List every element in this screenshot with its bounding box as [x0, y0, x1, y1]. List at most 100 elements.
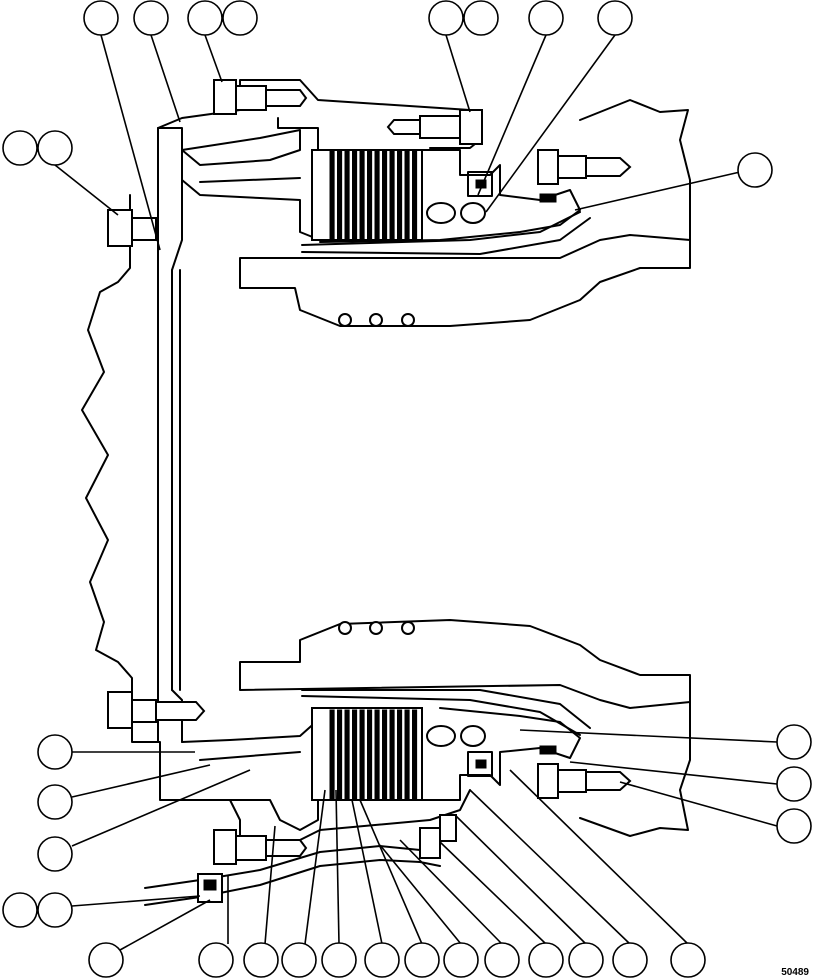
callout-bubble [281, 942, 317, 978]
callout-bubble [83, 0, 119, 36]
upper-bleeder-fitting [537, 149, 632, 203]
friction-disc [352, 149, 358, 241]
callout-bubble [243, 942, 279, 978]
callout-leader [359, 799, 423, 945]
callout-leader-lines [54, 34, 778, 951]
friction-disc [359, 709, 365, 801]
callout-leader [119, 899, 211, 951]
callout-bubble [428, 0, 464, 36]
callout-bubble [2, 130, 38, 166]
friction-disc [367, 709, 373, 801]
callout-bubble [463, 0, 499, 36]
axle-shaft [157, 127, 183, 743]
friction-disc [404, 149, 410, 241]
friction-disc [382, 149, 388, 241]
callout-bubble [597, 0, 633, 36]
friction-disc [404, 709, 410, 801]
lower-bleeder-fitting [537, 745, 632, 799]
callout-leader [264, 825, 276, 945]
callout-leader [574, 171, 741, 211]
callout-leader [509, 769, 689, 945]
callout-bubble [568, 942, 604, 978]
callout-leader [54, 164, 119, 216]
callout-bubble [528, 942, 564, 978]
friction-disc [337, 149, 343, 241]
callout-leader [71, 895, 201, 907]
callout-leader [351, 799, 383, 945]
friction-disc [344, 709, 350, 801]
callout-leader [445, 34, 471, 113]
friction-disc [389, 709, 395, 801]
callout-bubble [198, 942, 234, 978]
callout-leader [399, 839, 503, 945]
upper-hub [239, 234, 691, 327]
callout-leader [454, 814, 587, 945]
friction-disc [374, 149, 380, 241]
callout-bubble [776, 808, 812, 844]
callout-bubble [222, 0, 258, 36]
friction-disc [397, 709, 403, 801]
friction-disc [329, 149, 335, 241]
callout-bubble [2, 892, 38, 928]
callout-leader [477, 34, 547, 196]
callout-bubble [670, 942, 706, 978]
callout-bubble [37, 892, 73, 928]
upper-bolt-left [213, 79, 308, 115]
brake-hose [144, 814, 457, 906]
friction-disc [359, 149, 365, 241]
callout-leader [150, 34, 181, 123]
callout-leader [485, 34, 616, 213]
callout-bubble [37, 784, 73, 820]
callout-bubble [528, 0, 564, 36]
callout-leader [304, 789, 326, 945]
callout-bubble [187, 0, 223, 36]
callout-leader [469, 789, 631, 945]
upper-bolt-axle [107, 209, 157, 247]
callout-leader [379, 844, 462, 945]
callout-leader [100, 34, 161, 251]
lower-disc-pack [311, 707, 423, 801]
callout-bubble [484, 942, 520, 978]
upper-bolt-right [386, 109, 483, 145]
callout-leader [335, 789, 340, 945]
callout-bubble [37, 836, 73, 872]
callout-bubble [37, 734, 73, 770]
lower-housing [174, 689, 591, 841]
lower-hub [239, 619, 691, 709]
callout-bubble [404, 942, 440, 978]
friction-disc [389, 149, 395, 241]
friction-disc [337, 709, 343, 801]
callout-bubble [776, 766, 812, 802]
callout-bubble [776, 724, 812, 760]
friction-disc [397, 149, 403, 241]
lower-bolt-axle [107, 691, 206, 729]
callout-leader [204, 34, 223, 83]
callout-bubble [37, 130, 73, 166]
friction-disc [344, 149, 350, 241]
lower-bolt-bottom [213, 829, 308, 865]
callout-leader [569, 761, 778, 785]
callout-bubble [364, 942, 400, 978]
callout-leader [71, 764, 211, 798]
friction-disc [367, 149, 373, 241]
lower-right-break-line [579, 701, 691, 837]
friction-disc [412, 709, 418, 801]
callout-bubble [737, 152, 773, 188]
friction-disc [412, 149, 418, 241]
friction-disc [329, 709, 335, 801]
lower-piston-seal-area [421, 707, 581, 801]
callout-bubble [133, 0, 169, 36]
friction-disc [352, 709, 358, 801]
callout-bubble [88, 942, 124, 978]
callout-bubble [612, 942, 648, 978]
callout-bubble [443, 942, 479, 978]
callout-leader [519, 729, 778, 743]
friction-disc [382, 709, 388, 801]
upper-right-break-line [579, 99, 691, 241]
friction-disc [374, 709, 380, 801]
callout-leader [439, 841, 547, 945]
upper-disc-pack [311, 149, 423, 241]
callout-leader [619, 781, 778, 827]
